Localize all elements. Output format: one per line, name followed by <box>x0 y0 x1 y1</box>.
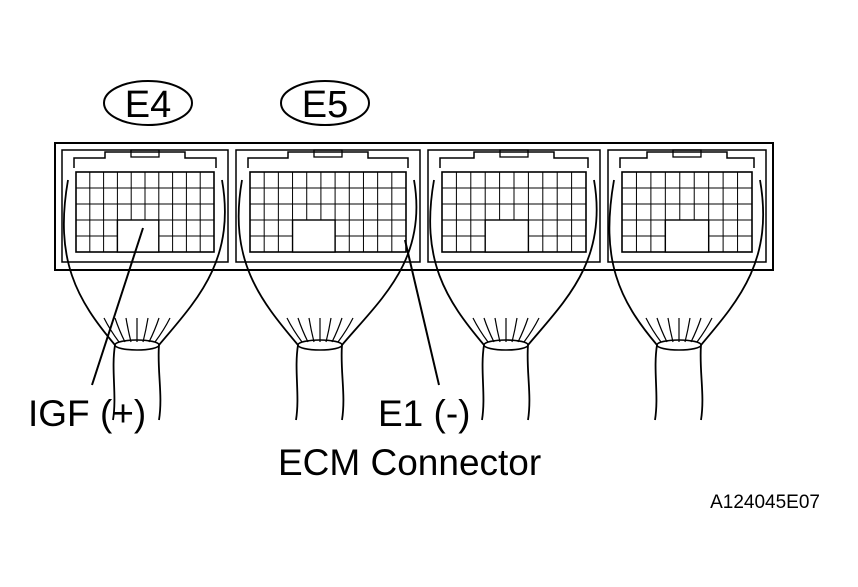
wire-strand <box>286 317 303 343</box>
harness-right-edge <box>341 179 418 346</box>
wire-strand <box>690 317 702 343</box>
wire-strand <box>325 317 332 343</box>
grid-key-notch <box>116 219 160 253</box>
connector-tag-e4: E4 <box>103 80 193 126</box>
cable-body <box>654 344 704 421</box>
block-latch-tab <box>499 149 529 158</box>
harness-2 <box>237 179 418 421</box>
diagram-caption: ECM Connector <box>278 442 541 483</box>
ecm-housing <box>54 142 774 271</box>
connector-tag-e4-text: E4 <box>125 84 171 126</box>
wire-strand <box>684 317 691 343</box>
harness-1 <box>62 179 226 421</box>
grid-key-notch <box>484 219 530 253</box>
wire-strand <box>494 317 501 343</box>
connector-tag-e5-text: E5 <box>302 84 348 126</box>
wire-strand <box>331 317 343 343</box>
wire-strand <box>696 317 713 343</box>
cable-body <box>481 344 531 421</box>
wire-strand <box>308 317 315 343</box>
harness-left-edge <box>62 179 116 346</box>
harness-right-edge <box>158 179 226 346</box>
cable-body <box>295 344 345 421</box>
wire-strand <box>154 317 171 343</box>
grid-key-notch <box>291 219 336 253</box>
wire-strand <box>517 317 529 343</box>
grid-key-notch <box>664 219 710 253</box>
igf-leader-line <box>91 227 144 386</box>
wire-strand <box>667 317 674 343</box>
block-latch <box>73 151 217 168</box>
e1-terminal-label: E1 (-) <box>378 393 471 434</box>
block-latch <box>619 151 755 168</box>
block-latch-tab <box>672 149 702 158</box>
e1-leader-line <box>404 239 440 386</box>
wire-strand <box>297 317 309 343</box>
wire-strand <box>142 317 149 343</box>
wire-strand <box>472 317 489 343</box>
connector-block-4 <box>607 149 767 263</box>
wire-strand <box>114 317 126 343</box>
connector-block-3 <box>427 149 601 263</box>
connector-block-2 <box>235 149 421 263</box>
wire-strand <box>125 317 132 343</box>
harness-right-edge <box>527 179 598 346</box>
harness-left-edge <box>608 179 658 346</box>
block-latch-tab <box>313 149 343 158</box>
figure-id: A124045E07 <box>710 492 820 513</box>
block-latch <box>247 151 409 168</box>
connector-tag-e5: E5 <box>280 80 370 126</box>
wire-strand <box>337 317 354 343</box>
harness-3 <box>429 179 598 421</box>
wire-strand <box>148 317 160 343</box>
wire-strand <box>511 317 518 343</box>
harness-left-edge <box>237 179 299 346</box>
harness-right-edge <box>700 179 765 346</box>
cable-body <box>112 344 162 421</box>
wire-strand <box>645 317 662 343</box>
wire-harnesses <box>62 179 765 421</box>
wire-strand <box>483 317 495 343</box>
connector-blocks <box>61 149 767 263</box>
block-latch-tab <box>130 149 160 158</box>
harness-4 <box>608 179 765 421</box>
igf-terminal-label: IGF (+) <box>28 393 146 434</box>
wire-strand <box>656 317 668 343</box>
connector-block-1 <box>61 149 229 263</box>
wire-strand <box>523 317 540 343</box>
block-latch <box>439 151 589 168</box>
harness-left-edge <box>429 179 485 346</box>
